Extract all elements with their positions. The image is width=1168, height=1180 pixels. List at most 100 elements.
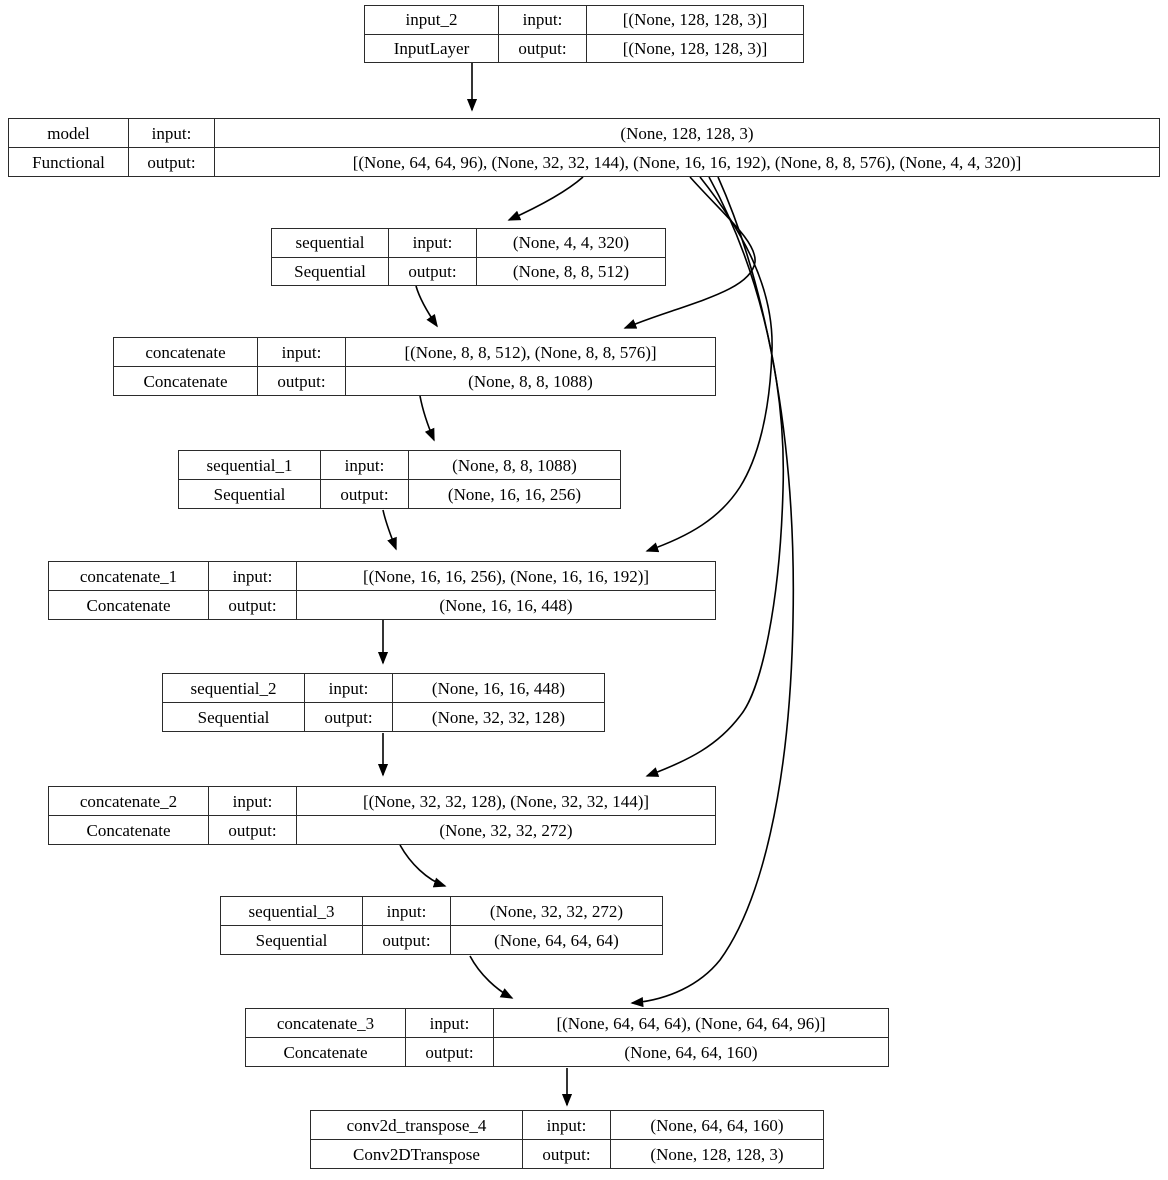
node-input-shape: (None, 32, 32, 272) — [489, 901, 624, 921]
node-output-shape: (None, 64, 64, 160) — [624, 1042, 758, 1062]
node-input-shape: (None, 64, 64, 160) — [650, 1115, 784, 1135]
node-output-key: output: — [209, 591, 297, 619]
node-layer-name: concatenate_3 — [246, 1009, 406, 1037]
node-output-key: output: — [129, 148, 215, 176]
node-row-output: Conv2DTranspose output: (None, 128, 128,… — [311, 1140, 823, 1168]
node-row-input: sequential_2 input: (None, 16, 16, 448) — [163, 674, 604, 703]
node-output-key: output: — [258, 367, 346, 395]
node-row-input: concatenate_2 input: [(None, 32, 32, 128… — [49, 787, 715, 816]
node-output-shape: (None, 8, 8, 1088) — [468, 371, 593, 391]
node-layer-class: Concatenate — [114, 367, 258, 395]
node-input-key: input: — [321, 451, 409, 479]
node-row-input: sequential input: (None, 4, 4, 320) — [272, 229, 665, 258]
node-row-output: Sequential output: (None, 64, 64, 64) — [221, 926, 662, 954]
node-output-key: output: — [389, 257, 477, 285]
node-input-key: input: — [406, 1009, 494, 1037]
node-input-shape: (None, 4, 4, 320) — [512, 233, 630, 253]
node-input-key: input: — [499, 6, 587, 34]
node-row-output: Concatenate output: (None, 16, 16, 448) — [49, 591, 715, 619]
node-input-key: input: — [389, 229, 477, 257]
node-concatenate_1[interactable]: concatenate_1 input: [(None, 16, 16, 256… — [48, 561, 716, 620]
node-sequential_3[interactable]: sequential_3 input: (None, 32, 32, 272) … — [220, 896, 663, 955]
edge-sequential-to-concatenate — [415, 285, 438, 328]
node-layer-class: InputLayer — [365, 34, 499, 62]
node-output-shape: [(None, 128, 128, 3)] — [622, 38, 768, 58]
edge-model-skip-to-concatenate2 — [645, 176, 785, 777]
node-input-key: input: — [129, 119, 215, 147]
node-output-key: output: — [305, 703, 393, 731]
node-concatenate_2[interactable]: concatenate_2 input: [(None, 32, 32, 128… — [48, 786, 716, 845]
node-layer-name: conv2d_transpose_4 — [311, 1111, 523, 1139]
node-output-shape: (None, 32, 32, 128) — [431, 707, 566, 727]
node-row-output: Concatenate output: (None, 64, 64, 160) — [246, 1038, 888, 1066]
node-layer-class: Concatenate — [49, 816, 209, 844]
node-row-output: Sequential output: (None, 16, 16, 256) — [179, 480, 620, 508]
node-layer-class: Sequential — [221, 926, 363, 954]
edge-model-to-sequential — [507, 176, 584, 221]
node-row-input: sequential_1 input: (None, 8, 8, 1088) — [179, 451, 620, 480]
node-layer-name: sequential_1 — [179, 451, 321, 479]
node-input-shape: [(None, 128, 128, 3)] — [622, 10, 768, 30]
edge-concatenate-to-sequential1 — [419, 395, 435, 442]
node-input_2[interactable]: input_2 input: [(None, 128, 128, 3)] Inp… — [364, 5, 804, 63]
node-row-output: Sequential output: (None, 32, 32, 128) — [163, 703, 604, 731]
node-row-output: InputLayer output: [(None, 128, 128, 3)] — [365, 34, 803, 62]
node-layer-class: Sequential — [179, 480, 321, 508]
edge-concatenate2-to-sequential3 — [399, 844, 447, 888]
node-model[interactable]: model input: (None, 128, 128, 3) Functio… — [8, 118, 1160, 177]
node-output-key: output: — [523, 1140, 611, 1168]
node-sequential_2[interactable]: sequential_2 input: (None, 16, 16, 448) … — [162, 673, 605, 732]
node-row-input: conv2d_transpose_4 input: (None, 64, 64,… — [311, 1111, 823, 1140]
node-input-shape: [(None, 32, 32, 128), (None, 32, 32, 144… — [362, 791, 650, 811]
node-layer-class: Sequential — [272, 257, 389, 285]
node-input-shape: [(None, 16, 16, 256), (None, 16, 16, 192… — [362, 566, 650, 586]
node-row-output: Functional output: [(None, 64, 64, 96), … — [9, 148, 1159, 176]
node-layer-name: concatenate — [114, 338, 258, 366]
edge-sequential3-to-concatenate3 — [469, 955, 514, 999]
node-input-shape: [(None, 8, 8, 512), (None, 8, 8, 576)] — [404, 342, 657, 362]
node-row-output: Sequential output: (None, 8, 8, 512) — [272, 257, 665, 285]
node-layer-name: concatenate_1 — [49, 562, 209, 590]
node-row-input: concatenate_1 input: [(None, 16, 16, 256… — [49, 562, 715, 591]
node-output-shape: (None, 32, 32, 272) — [439, 820, 573, 840]
node-output-key: output: — [363, 926, 451, 954]
node-input-shape: [(None, 64, 64, 64), (None, 64, 64, 96)] — [556, 1013, 826, 1033]
node-row-input: input_2 input: [(None, 128, 128, 3)] — [365, 6, 803, 35]
node-row-output: Concatenate output: (None, 8, 8, 1088) — [114, 367, 715, 395]
node-layer-name: concatenate_2 — [49, 787, 209, 815]
node-input-shape: (None, 16, 16, 448) — [431, 678, 566, 698]
node-concatenate[interactable]: concatenate input: [(None, 8, 8, 512), (… — [113, 337, 716, 396]
node-output-key: output: — [406, 1038, 494, 1066]
node-row-input: concatenate input: [(None, 8, 8, 512), (… — [114, 338, 715, 367]
node-input-shape: (None, 8, 8, 1088) — [452, 455, 577, 475]
node-output-shape: (None, 16, 16, 256) — [447, 484, 582, 504]
node-input-key: input: — [523, 1111, 611, 1139]
node-input-shape: (None, 128, 128, 3) — [620, 123, 754, 143]
node-output-shape: [(None, 64, 64, 96), (None, 32, 32, 144)… — [352, 152, 1022, 172]
node-layer-name: model — [9, 119, 129, 147]
node-output-key: output: — [499, 34, 587, 62]
node-layer-class: Conv2DTranspose — [311, 1140, 523, 1168]
node-output-shape: (None, 8, 8, 512) — [512, 261, 630, 281]
node-input-key: input: — [258, 338, 346, 366]
node-concatenate_3[interactable]: concatenate_3 input: [(None, 64, 64, 64)… — [245, 1008, 889, 1067]
node-layer-name: sequential_3 — [221, 897, 363, 925]
node-row-input: model input: (None, 128, 128, 3) — [9, 119, 1159, 148]
node-layer-class: Functional — [9, 148, 129, 176]
node-sequential_1[interactable]: sequential_1 input: (None, 8, 8, 1088) S… — [178, 450, 621, 509]
node-row-output: Concatenate output: (None, 32, 32, 272) — [49, 816, 715, 844]
node-input-key: input: — [363, 897, 451, 925]
node-output-shape: (None, 64, 64, 64) — [494, 930, 619, 950]
node-input-key: input: — [209, 562, 297, 590]
node-layer-class: Concatenate — [246, 1038, 406, 1066]
node-sequential[interactable]: sequential input: (None, 4, 4, 320) Sequ… — [271, 228, 666, 286]
node-conv2d_transpose_4[interactable]: conv2d_transpose_4 input: (None, 64, 64,… — [310, 1110, 824, 1169]
node-output-shape: (None, 16, 16, 448) — [439, 595, 573, 615]
node-layer-class: Sequential — [163, 703, 305, 731]
edge-sequential1-to-concatenate1 — [382, 509, 397, 551]
node-output-shape: (None, 128, 128, 3) — [650, 1144, 784, 1164]
node-layer-name: input_2 — [365, 6, 499, 34]
node-input-key: input: — [209, 787, 297, 815]
node-row-input: concatenate_3 input: [(None, 64, 64, 64)… — [246, 1009, 888, 1038]
